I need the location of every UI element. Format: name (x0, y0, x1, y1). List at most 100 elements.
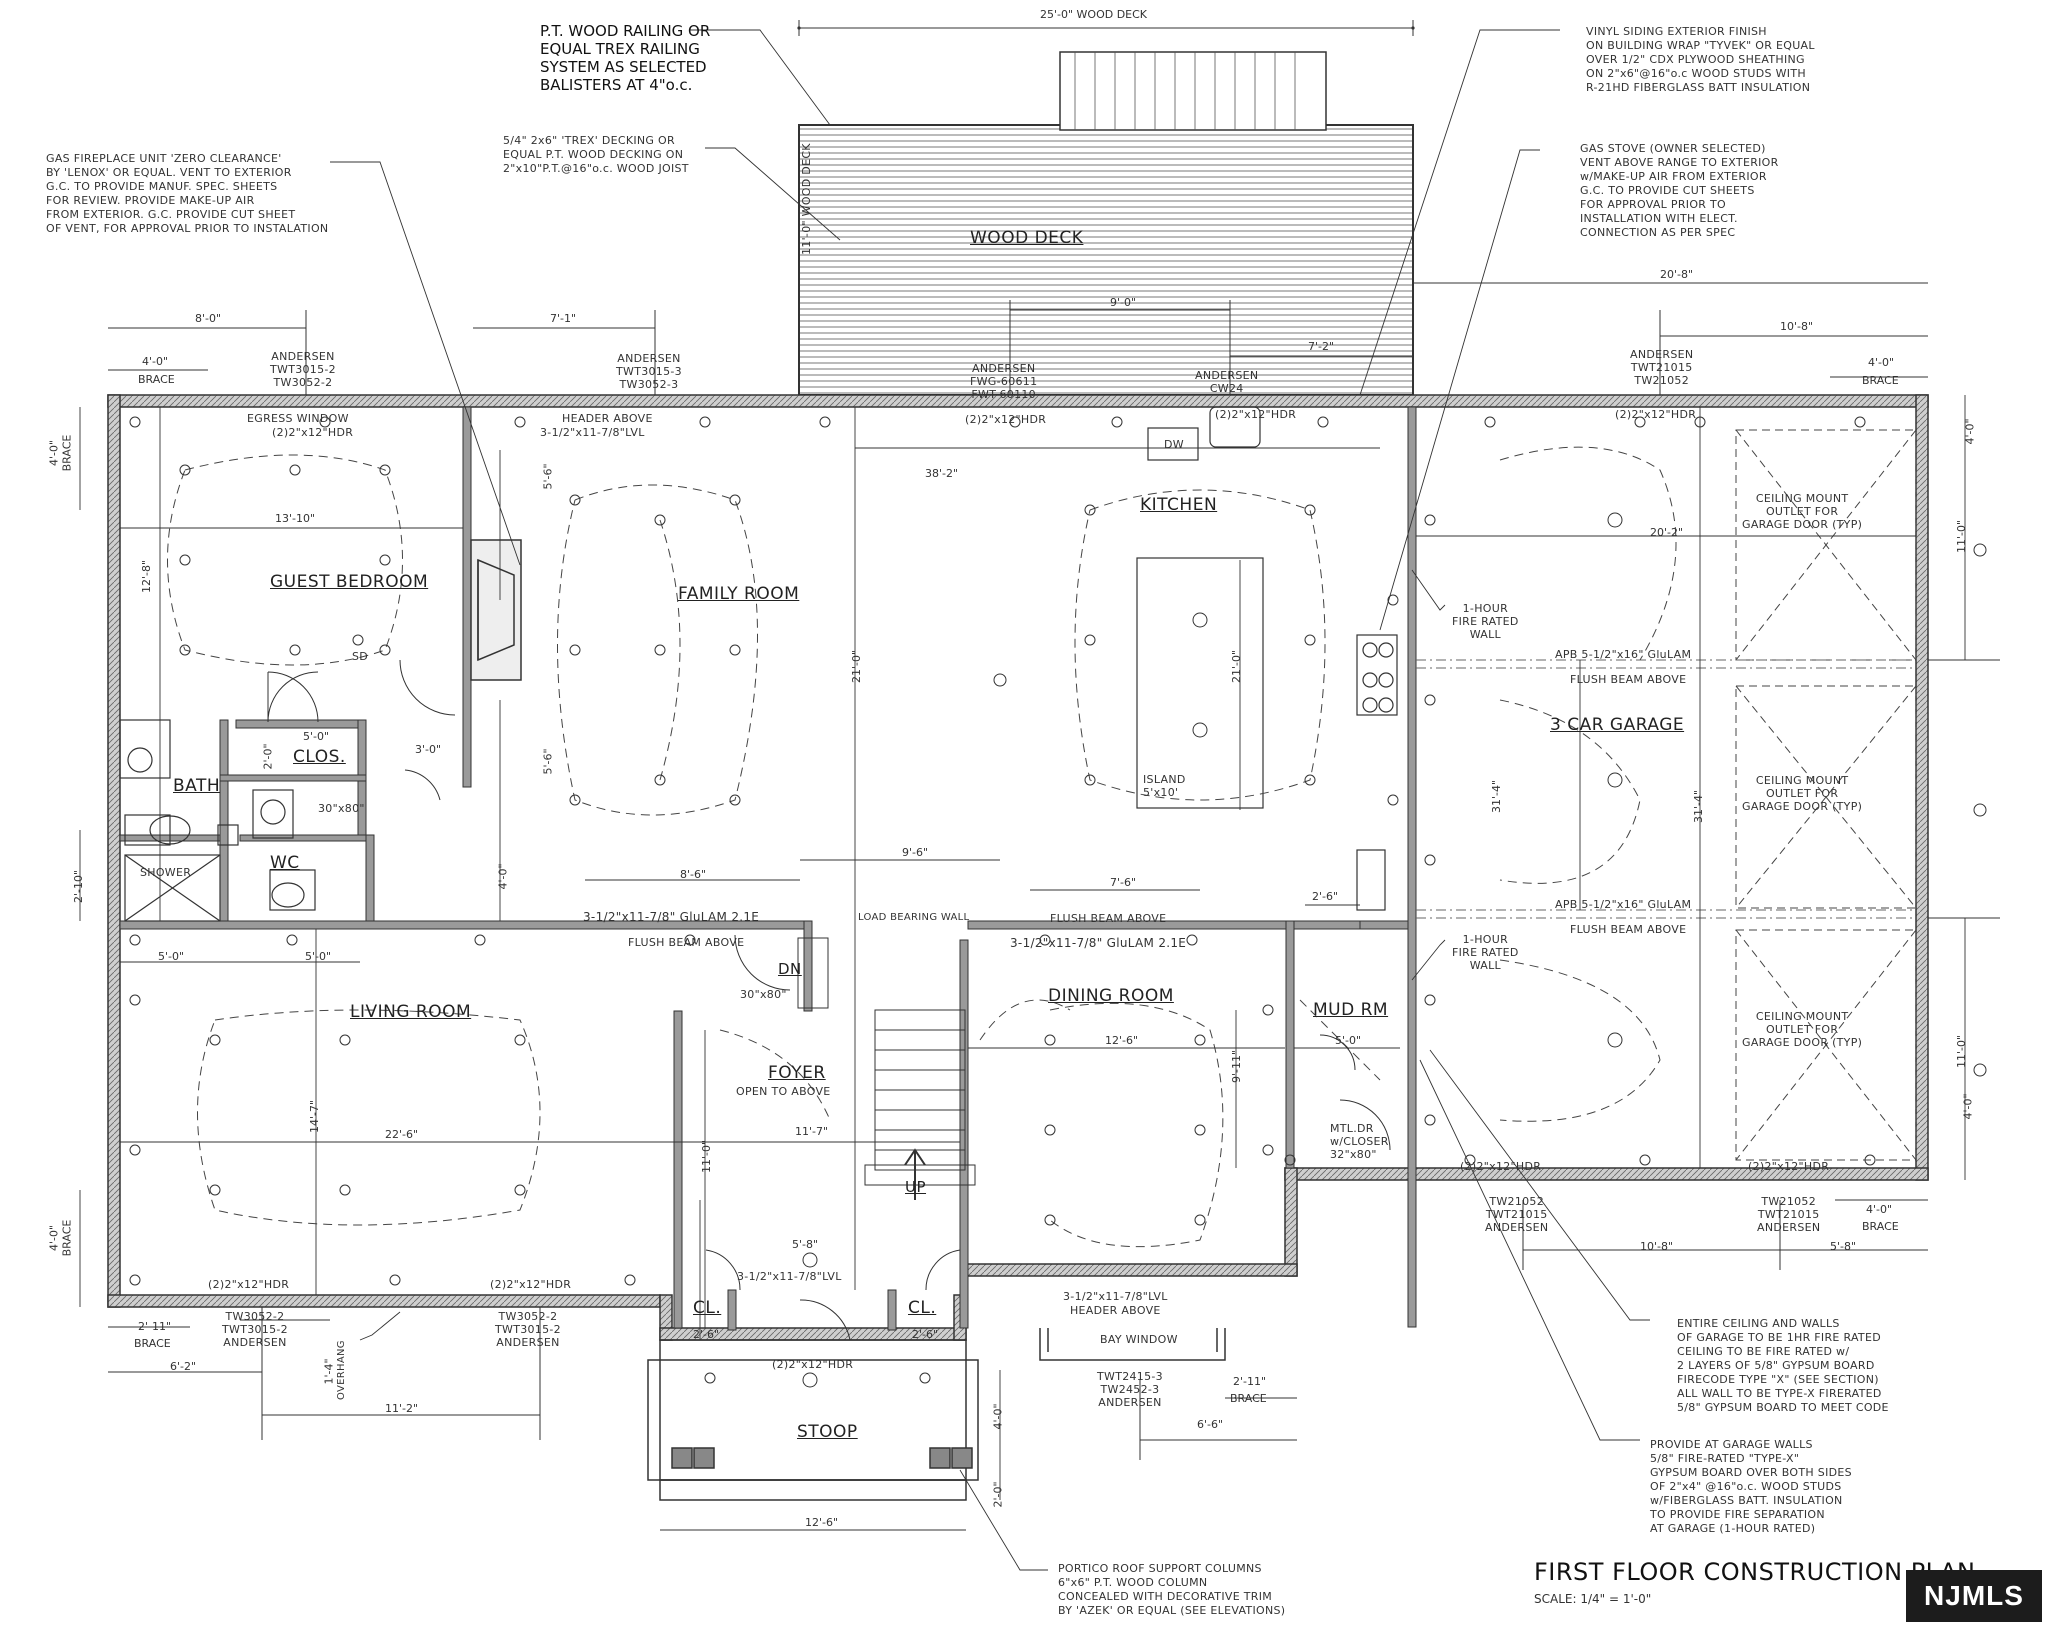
beam-label-4: FLUSH BEAM ABOVE (1050, 912, 1167, 925)
door-swings (267, 659, 1391, 1341)
dim-38: BRACE (1862, 1220, 1899, 1233)
beam-label-17: (2)2"x12"HDR (490, 1278, 572, 1291)
garage-beams (1416, 659, 1916, 919)
fireplace (470, 539, 522, 681)
note-garage-ceiling: ENTIRE CEILING AND WALLS OF GARAGE TO BE… (1677, 1317, 1889, 1414)
dim-36: 11'-0" (1955, 1034, 1969, 1069)
dim-59: 4'-0" BRACE (47, 1219, 74, 1257)
dim-8: 20'-8" (1660, 268, 1694, 281)
dim-12: 38'-2" (925, 467, 959, 480)
window-label-3: ANDERSEN FWG-60611 FWT-60110 (970, 362, 1038, 401)
beam-label-6: APB 5-1/2"x16" GluLAM (1555, 648, 1692, 661)
beam-label-14: (2)2"x12"HDR (1215, 408, 1297, 421)
beam-label-19: (2)2"x12"HDR (1748, 1160, 1830, 1173)
room-wood-deck: WOOD DECK (970, 228, 1084, 248)
dim-44: 6'-2" (170, 1360, 197, 1373)
window-label-6: TW3052-2 TWT3015-2 ANDERSEN (222, 1310, 288, 1349)
dim-20: 31'-4" (1692, 789, 1706, 824)
garage-outlet-label-1: CEILING MOUNT OUTLET FOR GARAGE DOOR (TY… (1742, 492, 1863, 531)
dim-9: 10'-8" (1780, 320, 1814, 333)
dim-46: 2'-6" (693, 1328, 720, 1341)
dim-13: 13'-10" (275, 512, 316, 525)
room-living-room: LIVING ROOM (350, 1002, 472, 1022)
stair-up-label: UP (905, 1178, 927, 1196)
metal-door-label: MTL.DR w/CLOSER 32"x80" (1330, 1122, 1389, 1161)
fire-wall-label-2: 1-HOUR FIRE RATED WALL (1452, 933, 1519, 972)
window-label-8: TWT2415-3 TW2452-3 ANDERSEN (1097, 1370, 1163, 1409)
beam-label-21: 3-1/2"x11-7/8"LVL (737, 1270, 842, 1283)
smoke-detector-label: SD (352, 650, 369, 663)
dim-24: 9'-6" (902, 846, 929, 859)
room-mud-room: MUD RM (1313, 1000, 1389, 1020)
centerline-marks (261, 300, 2000, 1460)
wood-deck (797, 20, 1415, 396)
window-label-7: TW3052-2 TWT3015-2 ANDERSEN (495, 1310, 561, 1349)
dim-2: 8'-0" (195, 312, 222, 325)
dim-26: 2'-6" (1312, 890, 1339, 903)
beam-label-16: (2)2"x12"HDR (208, 1278, 290, 1291)
dim-25: 7'-6" (1110, 876, 1137, 889)
dim-47: 2'-6" (912, 1328, 939, 1341)
dim-19: 31'-4" (1490, 779, 1504, 814)
dim-1: 25'-0" WOOD DECK (1040, 8, 1148, 21)
foyer-open-label: OPEN TO ABOVE (736, 1085, 831, 1098)
dim-17: 20'-2" (1650, 526, 1684, 539)
stairs (864, 1009, 976, 1200)
bay-window-label: BAY WINDOW (1100, 1333, 1178, 1346)
egress-window-label: EGRESS WINDOW (247, 412, 349, 425)
beam-label-1: 3-1/2"x11-7/8" GluLAM 2.1E (583, 910, 760, 924)
dim-58: 4'-0" BRACE (47, 434, 74, 472)
beam-label-20: 3-1/2"x11-7/8"LVL HEADER ABOVE (1063, 1290, 1168, 1317)
dim-50: 6'-6" (1197, 1418, 1224, 1431)
room-dining-room: DINING ROOM (1048, 986, 1174, 1006)
beam-label-7: FLUSH BEAM ABOVE (1570, 673, 1687, 686)
dim-16: 21'-0" (1230, 649, 1244, 684)
dw-label: DW (1164, 438, 1184, 451)
dim-39: 5'-8" (1830, 1240, 1857, 1253)
note-portico: PORTICO ROOF SUPPORT COLUMNS 6"x6" P.T. … (1058, 1562, 1286, 1617)
dim-52: 4'-0" (991, 1403, 1005, 1430)
stoop (647, 1339, 979, 1501)
dim-60: 4'-0" (1961, 1093, 1975, 1120)
room-stoop: STOOP (797, 1422, 858, 1442)
dim-7: 7'-2" (1308, 340, 1335, 353)
note-fireplace: GAS FIREPLACE UNIT 'ZERO CLEARANCE' BY '… (46, 152, 329, 235)
dim-40: 10'-8" (1640, 1240, 1674, 1253)
dim-27: 5'-0" (158, 950, 185, 963)
room-closet-right: CL. (908, 1298, 937, 1318)
leader-lines (330, 29, 1650, 1571)
dim-29: 22'-6" (385, 1128, 419, 1141)
dim-51: 12'-6" (805, 1516, 839, 1529)
shower-label: SHOWER (140, 866, 192, 879)
dim-54: 5'-6" (541, 463, 555, 490)
bay-window (1039, 1328, 1226, 1361)
dim-49: BRACE (1230, 1392, 1267, 1405)
note-siding: VINYL SIDING EXTERIOR FINISH ON BUILDING… (1586, 25, 1815, 94)
dim-35: 5'-0" (1335, 1034, 1362, 1047)
dim-31: 11'-7" (795, 1125, 829, 1138)
njmls-logo: NJMLS (1906, 1570, 2042, 1622)
room-guest-bedroom: GUEST BEDROOM (270, 572, 429, 592)
door-size-a: 30"x80" (318, 802, 365, 815)
deck-depth-label: 11'-0" WOOD DECK (800, 143, 813, 255)
dim-28: 5'-0" (305, 950, 332, 963)
interior-walls (119, 406, 1417, 1331)
dim-43: BRACE (134, 1337, 171, 1350)
dim-11: BRACE (1862, 374, 1899, 387)
room-foyer: FOYER (768, 1063, 826, 1083)
dim-15: 21'-0" (850, 649, 864, 684)
beam-label-11: 3-1/2"x11-7/8"LVL (540, 426, 645, 439)
beam-label-9: FLUSH BEAM ABOVE (1570, 923, 1687, 936)
dim-14: 12'-8" (140, 559, 154, 594)
window-label-10: TW21052 TWT21015 ANDERSEN (1757, 1195, 1821, 1234)
dimension-lines (79, 282, 1966, 1531)
window-label-4: ANDERSEN CW24 (1195, 369, 1259, 395)
beam-label-18: (2)2"x12"HDR (1460, 1160, 1542, 1173)
beam-label-2: FLUSH BEAM ABOVE (628, 936, 745, 949)
room-garage: 3 CAR GARAGE (1550, 715, 1685, 735)
fire-wall-label-1: 1-HOUR FIRE RATED WALL (1452, 602, 1519, 641)
note-garage-walls: PROVIDE AT GARAGE WALLS 5/8" FIRE-RATED … (1650, 1438, 1852, 1535)
window-label-9: TW21052 TWT21015 ANDERSEN (1485, 1195, 1549, 1234)
note-railing: P.T. WOOD RAILING OR EQUAL TREX RAILING … (540, 22, 711, 94)
dim-45: 11'-2" (385, 1402, 419, 1415)
